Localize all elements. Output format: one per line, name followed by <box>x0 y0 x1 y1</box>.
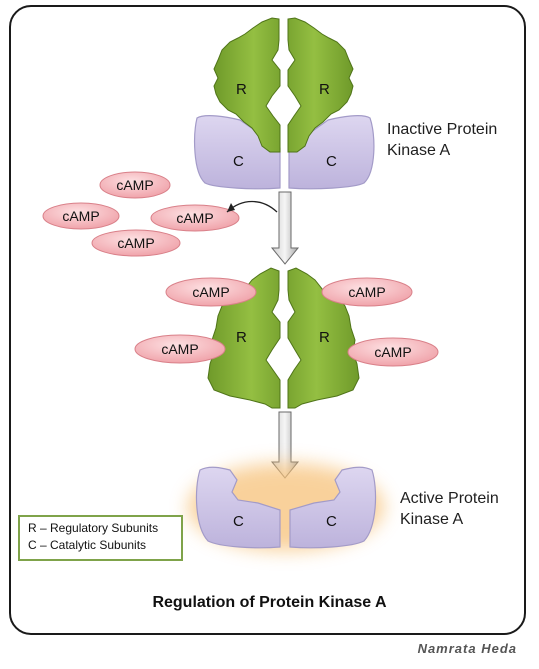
camp-label: cAMP <box>348 284 385 300</box>
bound-camp-molecule: cAMP <box>165 277 257 307</box>
legend-item-regulatory: R – Regulatory Subunits <box>28 521 159 535</box>
c-label-top-left: C <box>233 153 244 170</box>
c-label-top-right: C <box>326 153 337 170</box>
camp-label: cAMP <box>117 235 154 251</box>
camp-molecule: cAMP <box>42 202 120 230</box>
activation-arrow-1 <box>270 191 300 265</box>
catalytic-subunit-right <box>289 466 377 549</box>
camp-label: cAMP <box>176 210 213 226</box>
active-pka-label-line2: Kinase A <box>400 511 464 528</box>
inactive-pka-label-line1: Inactive Protein <box>387 121 498 138</box>
r-label-mid-left: R <box>236 329 247 346</box>
camp-molecule: cAMP <box>99 171 171 199</box>
bound-camp-molecule: cAMP <box>321 277 413 307</box>
diagram-title: Regulation of Protein Kinase A <box>152 594 387 611</box>
camp-molecule: cAMP <box>91 229 181 257</box>
catalytic-subunit-left <box>195 466 281 549</box>
camp-label: cAMP <box>116 177 153 193</box>
binding-curve-arrowhead <box>227 203 235 212</box>
regulatory-dimer-camp-bound: R R cAMP cAMP cAMP cAMP <box>134 267 439 409</box>
legend-box: R – Regulatory Subunits C – Catalytic Su… <box>18 515 183 561</box>
c-label-bottom-right: C <box>326 513 337 530</box>
bound-camp-molecule: cAMP <box>134 334 226 364</box>
camp-label: cAMP <box>161 341 198 357</box>
camp-label: cAMP <box>374 344 411 360</box>
active-pka-label-line1: Active Protein <box>400 490 499 507</box>
binding-curve-arrow <box>226 200 278 213</box>
camp-label: cAMP <box>62 208 99 224</box>
free-camp-group: cAMP cAMP cAMP cAMP <box>42 171 278 257</box>
c-label-bottom-left: C <box>233 513 244 530</box>
regulatory-subunit-left <box>213 17 281 153</box>
legend-item-catalytic: C – Catalytic Subunits <box>28 538 147 552</box>
r-label-top-left: R <box>236 81 247 98</box>
camp-molecule: cAMP <box>150 204 240 232</box>
camp-label: cAMP <box>192 284 229 300</box>
author-signature: Namrata Heda <box>417 641 517 656</box>
bound-camp-molecule: cAMP <box>347 337 439 367</box>
inactive-pka-label-line2: Kinase A <box>387 142 451 159</box>
active-pka-label: Active Protein Kinase A <box>400 488 499 530</box>
regulatory-subunit-right <box>287 17 354 153</box>
r-label-top-right: R <box>319 81 330 98</box>
inactive-pka: R R C C <box>194 17 375 190</box>
r-label-mid-right: R <box>319 329 330 346</box>
inactive-pka-label: Inactive Protein Kinase A <box>387 119 497 161</box>
active-catalytic-subunits: C C <box>188 463 384 551</box>
